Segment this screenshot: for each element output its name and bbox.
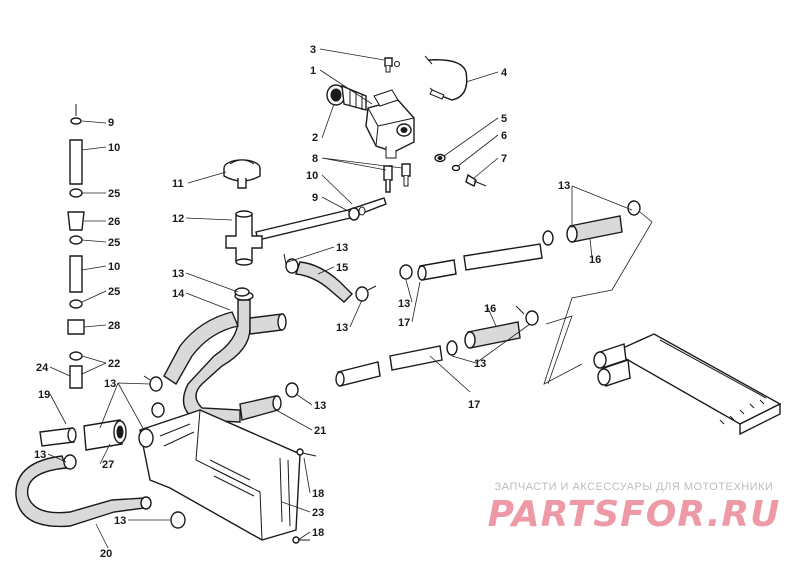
callout-17: 17 <box>398 317 410 329</box>
hose-fitting <box>383 163 411 193</box>
callout-10: 10 <box>108 142 120 154</box>
sealing-ring <box>326 84 367 111</box>
callout-13: 13 <box>314 400 326 412</box>
lower-radiator-hose <box>15 454 186 529</box>
callout-18: 18 <box>312 488 324 500</box>
callout-20: 20 <box>100 548 112 560</box>
callout-10: 10 <box>108 261 120 273</box>
reservoir-hose-column <box>67 104 85 389</box>
callout-17: 17 <box>468 399 480 411</box>
callout-9: 9 <box>108 117 114 129</box>
callout-13: 13 <box>172 268 184 280</box>
radiator <box>139 409 301 541</box>
leader-lines <box>47 48 633 549</box>
radiator-screws <box>292 448 317 544</box>
upper-radiator-hose <box>163 291 287 423</box>
overflow-tube <box>255 197 387 241</box>
callout-15: 15 <box>336 262 348 274</box>
callout-23: 23 <box>312 507 324 519</box>
callout-4: 4 <box>501 67 508 79</box>
watermark-logo: PARTSFOR.RU <box>487 494 781 535</box>
callout-10: 10 <box>306 170 318 182</box>
callout-13: 13 <box>558 180 570 192</box>
callout-19: 19 <box>38 389 50 401</box>
heat-exchanger <box>543 211 782 436</box>
bolt-assembly <box>434 153 487 187</box>
bypass-hose <box>283 253 377 303</box>
callout-13: 13 <box>398 298 410 310</box>
callout-22: 22 <box>108 358 120 370</box>
callout-13: 13 <box>336 242 348 254</box>
callout-8: 8 <box>312 153 318 165</box>
callout-13: 13 <box>104 378 116 390</box>
callout-18: 18 <box>312 527 324 539</box>
lower-hose-run <box>285 305 539 398</box>
callout-2: 2 <box>312 132 318 144</box>
radiator-cap <box>223 159 261 189</box>
callout-28: 28 <box>108 320 120 332</box>
callout-12: 12 <box>172 213 184 225</box>
callout-11: 11 <box>172 178 184 190</box>
callout-16: 16 <box>484 303 496 315</box>
callout-25: 25 <box>108 286 120 298</box>
u-bolt <box>424 55 468 101</box>
callout-25: 25 <box>108 188 120 200</box>
hose-clamp <box>143 287 250 418</box>
thermostat-housing <box>365 89 415 159</box>
callout-5: 5 <box>501 113 507 125</box>
callout-16: 16 <box>589 254 601 266</box>
callout-26: 26 <box>108 216 120 228</box>
callout-21: 21 <box>314 425 326 437</box>
callout-25: 25 <box>108 237 120 249</box>
callout-labels: 3 1 4 2 5 6 7 8 10 9 11 12 13 15 13 14 1… <box>34 44 601 560</box>
callout-6: 6 <box>501 130 507 142</box>
callout-3: 3 <box>310 44 316 56</box>
callout-27: 27 <box>102 459 114 471</box>
drain-fittings <box>39 419 154 451</box>
callout-13: 13 <box>34 449 46 461</box>
callout-14: 14 <box>172 288 185 300</box>
callout-7: 7 <box>501 153 507 165</box>
bleed-screw <box>384 57 400 73</box>
callout-1: 1 <box>310 65 316 77</box>
filler-neck <box>225 210 263 266</box>
callout-24: 24 <box>36 362 49 374</box>
callout-9: 9 <box>312 192 318 204</box>
callout-13: 13 <box>474 358 486 370</box>
watermark-tagline: ЗАПЧАСТИ И АКСЕССУАРЫ ДЛЯ МОТОТЕХНИКИ <box>494 481 774 493</box>
callout-13: 13 <box>114 515 126 527</box>
callout-13: 13 <box>336 322 348 334</box>
upper-hose-run <box>399 200 641 281</box>
